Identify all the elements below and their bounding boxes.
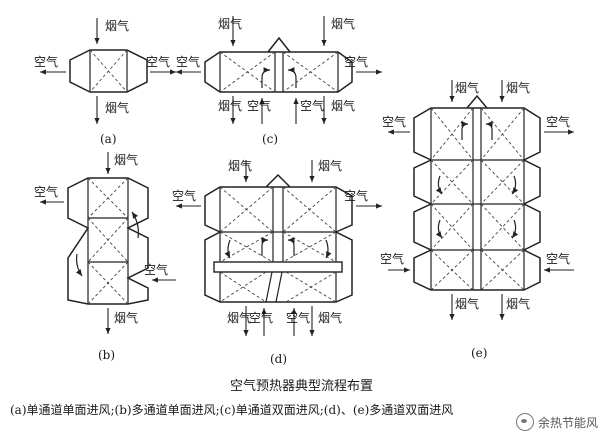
subfigure-label-b: (b) <box>98 348 115 362</box>
air-label-c-in-right: 空气 <box>300 98 324 113</box>
air-label-e-in-right: 空气 <box>546 251 570 266</box>
flue-gas-label-d-in-right: 烟气 <box>318 158 342 173</box>
air-label-a-right: 空气 <box>146 54 170 69</box>
air-label-c-in-left: 空气 <box>247 98 271 113</box>
air-label-a-left: 空气 <box>34 54 58 69</box>
subfigure-label-e: (e) <box>471 346 487 360</box>
wechat-icon <box>515 413 534 431</box>
subfigure-label-c: (c) <box>262 132 278 146</box>
flue-gas-label-c-in-right: 烟气 <box>331 16 355 31</box>
flue-gas-label-e-in-right: 烟气 <box>506 80 530 95</box>
flue-gas-label-c-out-left: 烟气 <box>218 98 242 113</box>
flue-gas-label-e-in-left: 烟气 <box>455 80 479 95</box>
diagram-d: 烟气 烟气 空气 空气 烟气 空气 空气 烟气 (d) <box>172 158 382 366</box>
diagram-e: 烟气 烟气 空气 空气 空气 空气 烟气 烟气 (e) <box>380 80 574 360</box>
figure-legend: (a)单通道单面进风;(b)多通道单面进风;(c)单通道双面进风;(d)、(e)… <box>10 403 453 417</box>
air-label-d-in-right: 空气 <box>286 310 310 325</box>
flue-gas-label-c-in-left: 烟气 <box>218 16 242 31</box>
watermark: 余热节能风 <box>512 412 601 432</box>
flue-gas-label-d-out-right: 烟气 <box>318 310 342 325</box>
flue-gas-label-c-out-right: 烟气 <box>331 98 355 113</box>
flue-gas-label-b-in: 烟气 <box>114 152 138 167</box>
air-label-d-left: 空气 <box>172 188 196 203</box>
flue-gas-label-a-in: 烟气 <box>105 18 129 33</box>
flue-gas-label-e-out-right: 烟气 <box>506 296 530 311</box>
air-label-e-out-right: 空气 <box>546 114 570 129</box>
flue-gas-label-e-out-left: 烟气 <box>455 296 479 311</box>
air-label-c-right: 空气 <box>344 54 368 69</box>
figure-caption: 空气预热器典型流程布置 <box>230 378 373 394</box>
diagram-b: 烟气 空气 空气 烟气 (b) <box>34 152 176 362</box>
air-label-d-right: 空气 <box>344 188 368 203</box>
air-label-b-in: 空气 <box>144 262 168 277</box>
air-label-d-in-left: 空气 <box>249 310 273 325</box>
diagram-c: 烟气 烟气 空气 空气 烟气 空气 空气 烟气 (c) <box>176 16 382 146</box>
subfigure-label-d: (d) <box>270 352 287 366</box>
flue-gas-label-d-in-left: 烟气 <box>228 158 252 173</box>
air-label-c-left: 空气 <box>176 54 200 69</box>
flue-gas-label-b-out: 烟气 <box>114 310 138 325</box>
diagram-a: 烟气 空气 空气 烟气 (a) <box>34 18 176 146</box>
flue-gas-label-d-out-left: 烟气 <box>227 310 251 325</box>
air-label-e-in-left: 空气 <box>380 251 404 266</box>
watermark-text: 余热节能风 <box>537 415 598 430</box>
air-label-e-out-left: 空气 <box>382 114 406 129</box>
air-label-b-out: 空气 <box>34 184 58 199</box>
subfigure-label-a: (a) <box>100 132 117 146</box>
flue-gas-label-a-out: 烟气 <box>105 100 129 115</box>
